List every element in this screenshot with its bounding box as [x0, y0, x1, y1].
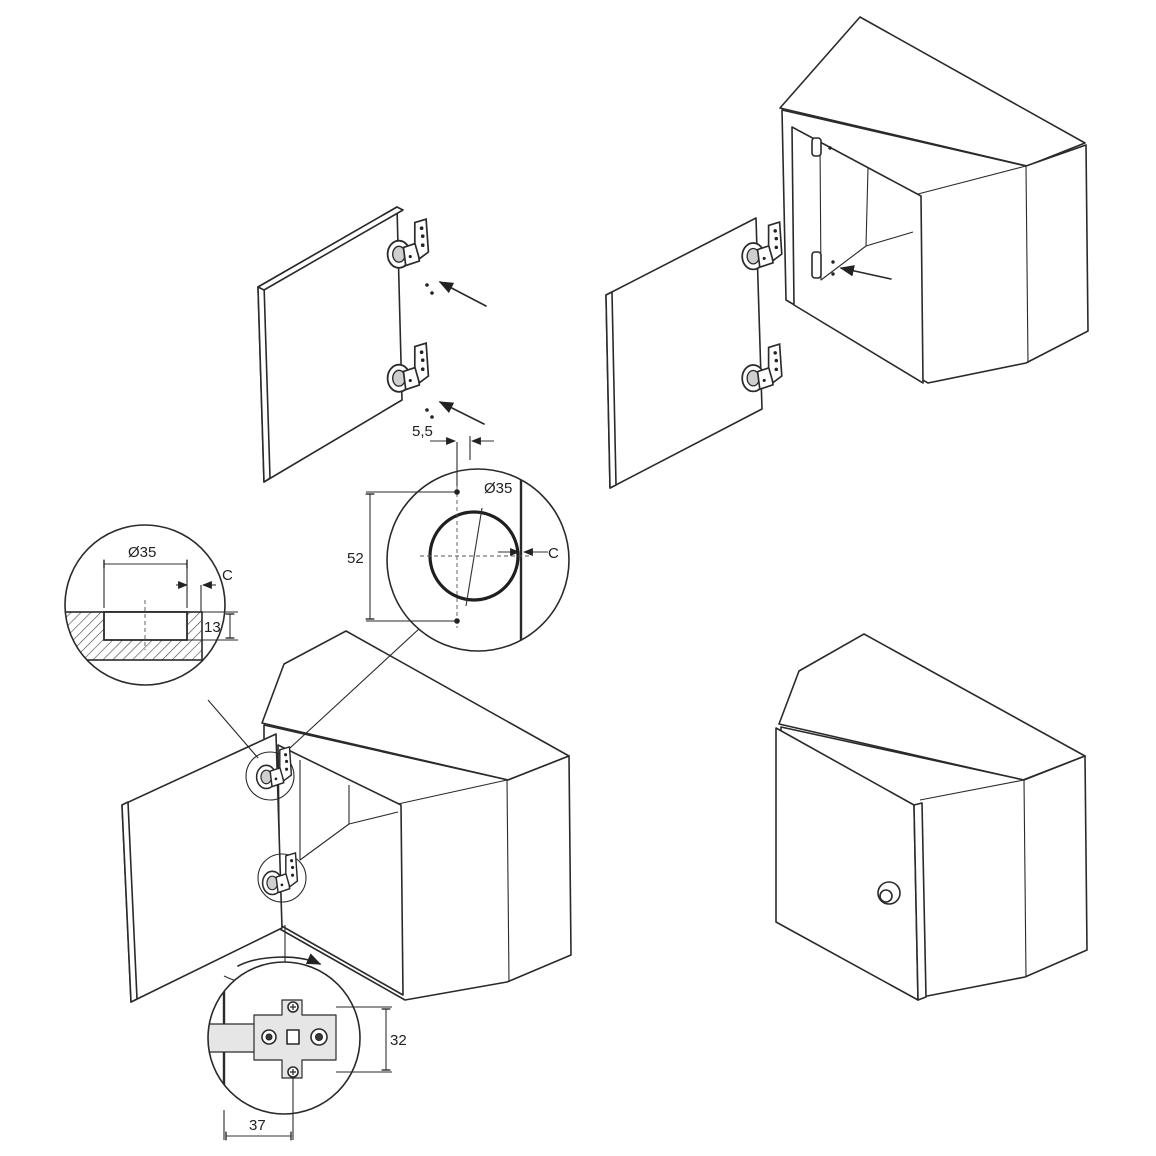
cabinet-mount-step	[605, 16, 1089, 489]
screw-dot	[430, 415, 434, 419]
dimension-label-c: C	[222, 567, 233, 584]
door-hinge-step	[257, 206, 487, 483]
pilot-hole-lower	[454, 618, 460, 624]
screw-dot	[831, 272, 835, 276]
detail-circle	[386, 468, 570, 652]
screw-dot	[828, 146, 832, 150]
screw-dot	[425, 283, 429, 287]
detail-callout-ring	[245, 751, 295, 801]
plate-center-slot	[286, 1029, 300, 1045]
cabinet-back-edge	[917, 165, 1029, 364]
door-top-edge	[257, 206, 404, 291]
dimension-label-52: 52	[347, 550, 364, 567]
dimension-label-5-5: 5,5	[412, 423, 433, 440]
arrow-icon	[839, 265, 892, 280]
leader-line	[207, 699, 259, 759]
door-face	[605, 217, 763, 489]
screw-dot	[425, 408, 429, 412]
dimension-label-dia-35: Ø35	[128, 544, 156, 561]
pilot-hole-upper	[454, 489, 460, 495]
door-thickness-edge	[121, 801, 138, 1003]
arrow-icon	[438, 281, 487, 307]
cup-recess	[103, 611, 188, 641]
cup-depth-detail: Ø35 C 13	[64, 524, 238, 686]
detail-callout-ring	[257, 853, 307, 903]
cabinet-inner-floor	[348, 811, 399, 825]
detail-circle	[64, 524, 226, 686]
cabinet-open-door-step	[121, 627, 572, 1003]
mounting-plate-detail: 32 37	[207, 961, 407, 1141]
dimension-label-dia-35: Ø35	[484, 480, 512, 497]
knob-icon-inner	[879, 889, 893, 903]
screw-dot	[831, 260, 835, 264]
cabinet-opening	[791, 126, 924, 384]
cabinet-inner-floor	[865, 231, 914, 247]
dimension-label-32: 32	[390, 1032, 407, 1049]
cabinet-inner-side	[819, 143, 869, 281]
mounting-plate	[811, 251, 822, 279]
screw-dot	[430, 291, 434, 295]
door-thickness-edge	[605, 291, 617, 489]
cabinet-inner-side	[299, 760, 350, 861]
cabinet-back-edge	[919, 779, 1027, 978]
leader-line	[289, 627, 421, 749]
mounting-plate	[811, 137, 822, 157]
arrow-icon	[438, 401, 485, 425]
cabinet-closed-step	[775, 633, 1088, 1001]
detail-circle	[207, 961, 361, 1115]
dim-leader	[465, 507, 483, 607]
dimension-label-13: 13	[204, 619, 221, 636]
rotate-arrow-icon	[237, 953, 322, 967]
cabinet-back-edge	[397, 779, 510, 983]
dimension-label-c: C	[548, 545, 559, 562]
drill-pattern-detail: Ø35 5,5 52 C	[347, 423, 570, 652]
dimension-label-37: 37	[249, 1117, 266, 1134]
door-side-edge	[913, 802, 927, 1001]
